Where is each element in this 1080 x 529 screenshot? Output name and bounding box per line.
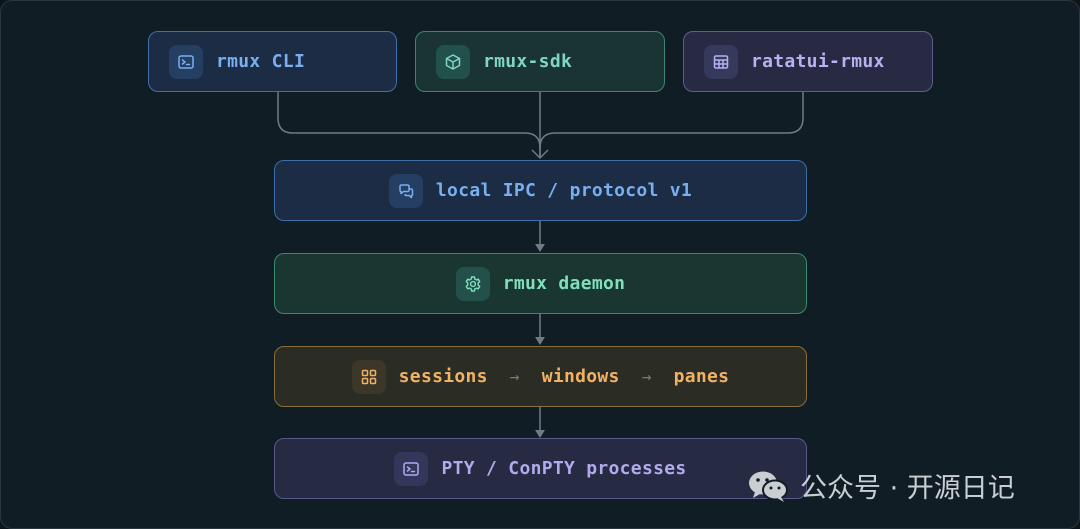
client-ratatui-rmux: ratatui-rmux <box>683 31 933 92</box>
layer-label: PTY / ConPTY processes <box>441 458 687 479</box>
watermark: 公众号 · 开源日记 <box>746 466 1015 505</box>
hierarchy-windows: windows <box>541 366 620 387</box>
chat-bubbles-icon <box>388 173 423 208</box>
arrowhead-processes <box>535 430 545 438</box>
arrow-separator: → <box>509 367 520 386</box>
connector-ratatui-ipc <box>539 92 804 149</box>
client-rmux-sdk: rmux-sdk <box>415 31 665 92</box>
connector-cli-ipc <box>277 92 541 158</box>
hierarchy-sessions: sessions <box>398 366 488 387</box>
layer-label: local IPC / protocol v1 <box>435 180 693 201</box>
arrowhead-hierarchy <box>535 337 545 345</box>
client-rmux-cli: rmux CLI <box>148 31 397 92</box>
client-label: rmux-sdk <box>483 51 573 72</box>
arrowhead-ipc <box>531 149 549 160</box>
arrow-separator: → <box>641 367 652 386</box>
terminal-icon <box>394 451 429 486</box>
layer-daemon: rmux daemon <box>274 253 807 314</box>
cube-icon <box>436 44 470 79</box>
layer-processes: PTY / ConPTY processes <box>274 438 807 499</box>
layer-ipc: local IPC / protocol v1 <box>274 160 807 221</box>
client-label: rmux CLI <box>216 51 306 72</box>
gear-icon <box>455 266 490 301</box>
terminal-icon <box>169 44 203 79</box>
client-label: ratatui-rmux <box>751 51 885 72</box>
hierarchy-panes: panes <box>673 366 730 387</box>
layer-hierarchy: sessions → windows → panes <box>274 346 807 407</box>
table-icon <box>704 44 738 79</box>
wechat-icon <box>749 471 788 502</box>
arrowhead-daemon <box>535 244 545 252</box>
layer-label: rmux daemon <box>502 273 626 294</box>
grid-icon <box>351 359 386 394</box>
watermark-text: 公众号 · 开源日记 <box>800 473 1015 504</box>
